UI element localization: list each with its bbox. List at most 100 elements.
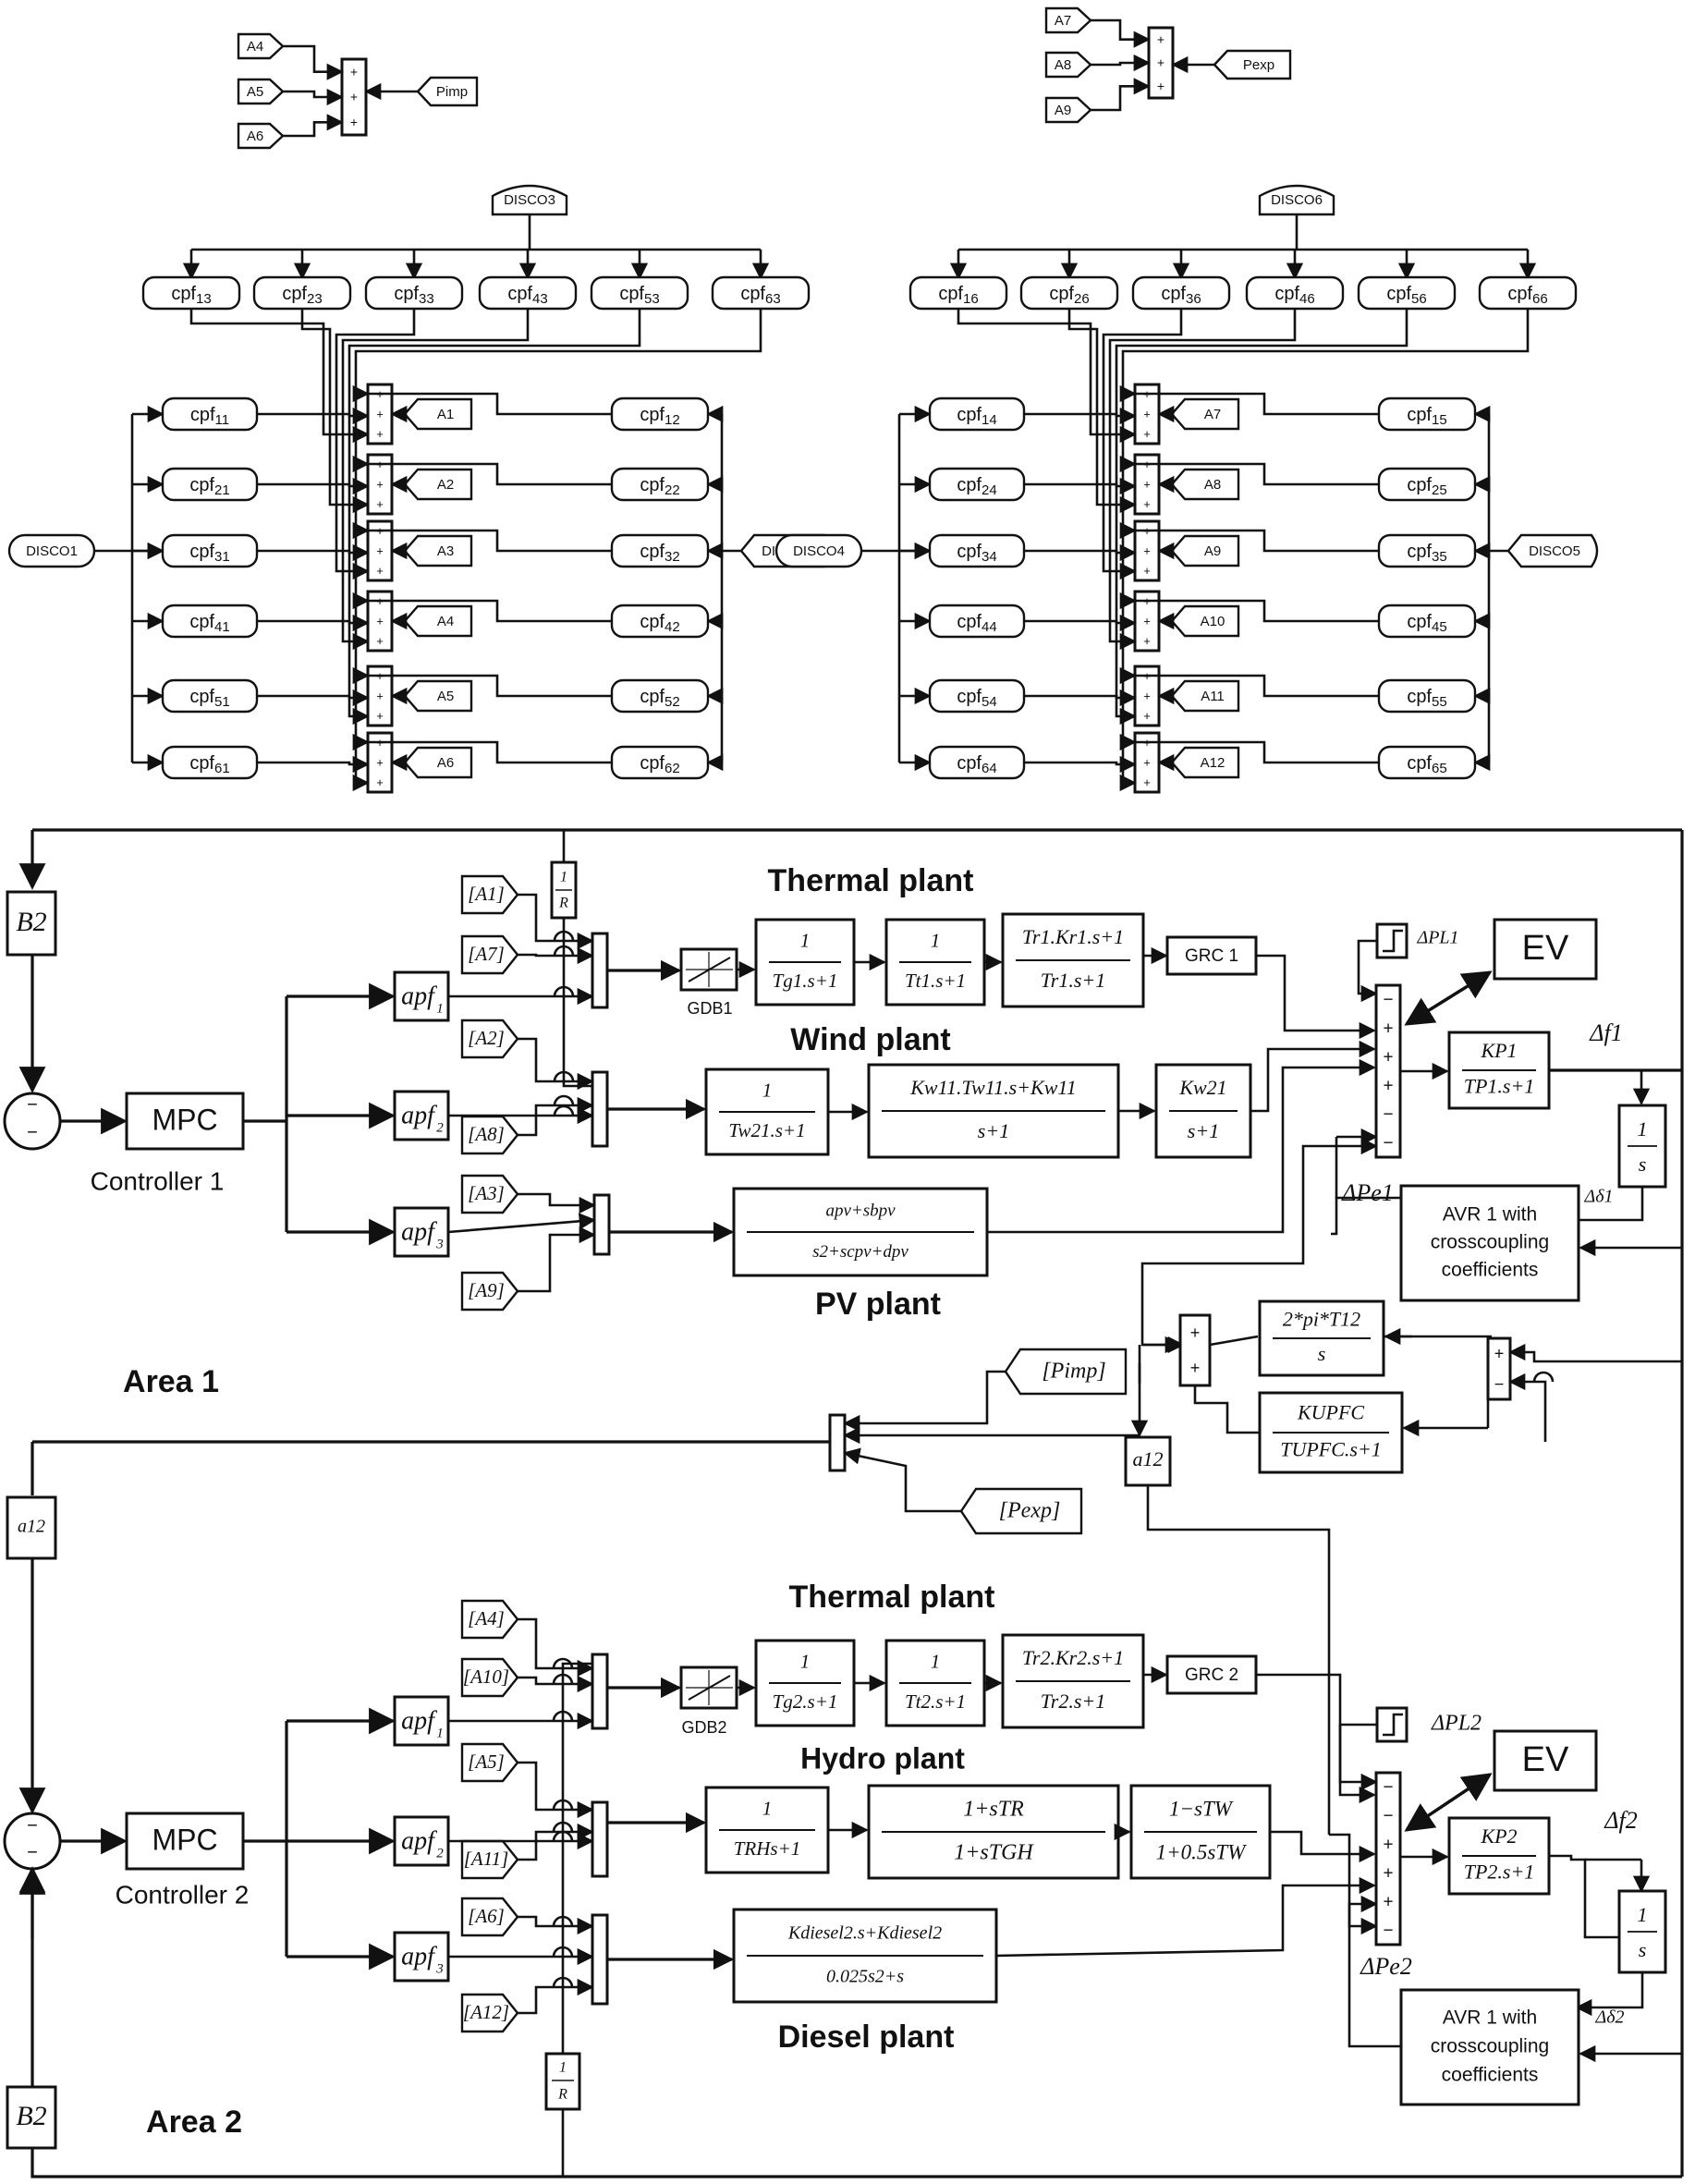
connector — [518, 1617, 594, 1678]
cpf-label: cpf22 — [640, 475, 679, 498]
tf-denominator: 0.025s2+s — [826, 1967, 904, 1987]
ev-label: EV — [1522, 929, 1569, 968]
tf-denominator: Tg1.s+1 — [773, 970, 838, 992]
int-den: s — [1639, 1153, 1647, 1176]
step-icon — [1383, 1713, 1403, 1737]
tag-label: A7 — [1055, 13, 1071, 29]
connector — [1508, 1373, 1547, 1442]
connector — [283, 88, 344, 106]
cpf-label: cpf52 — [640, 687, 679, 710]
plant-sum — [591, 1653, 609, 1730]
from-label: [A1] — [468, 883, 505, 905]
tf-denominator: 1+0.5sTW — [1156, 1840, 1248, 1863]
connector — [341, 309, 530, 651]
connector — [518, 893, 594, 950]
load-label: ΔPL2 — [1431, 1712, 1482, 1736]
connector — [1024, 755, 1137, 774]
tf-numerator: 1 — [800, 1651, 811, 1673]
cpf-label: cpf43 — [507, 284, 547, 307]
connector — [257, 543, 370, 562]
tag-label: A4 — [437, 614, 454, 629]
sum-sign: + — [1494, 1344, 1505, 1362]
a12-label: a12 — [1133, 1447, 1164, 1470]
cpf-label: cpf23 — [282, 284, 322, 307]
tf-denominator: Tg2.s+1 — [773, 1690, 838, 1713]
apf-sub: 3 — [435, 1961, 444, 1976]
sum-sign: + — [1143, 543, 1151, 557]
connector — [1024, 543, 1137, 562]
apf-label: apf — [401, 1706, 437, 1735]
connector — [352, 309, 762, 792]
tf-numerator: Kdiesel2.s+Kdiesel2 — [787, 1923, 942, 1944]
ev-block-2 — [1493, 1729, 1598, 1792]
sum-sign: + — [1143, 755, 1151, 769]
sum-sign: + — [376, 497, 384, 511]
cpf-label: cpf26 — [1049, 284, 1089, 307]
plant-sum — [592, 1193, 611, 1256]
sum-sign: + — [1143, 497, 1151, 511]
tag-label: A3 — [437, 543, 454, 559]
goto-tag-pimp — [416, 76, 479, 107]
avr-label: crosscoupling — [1431, 1232, 1549, 1253]
tag-label: A9 — [1204, 543, 1221, 559]
tag-label: A1 — [437, 407, 454, 422]
int-num: 1 — [1638, 1117, 1648, 1141]
connector — [30, 2148, 1682, 2178]
cpf-label: cpf66 — [1507, 284, 1547, 307]
connector — [1338, 1723, 1378, 1791]
connector — [1067, 309, 1137, 514]
connector — [995, 1876, 1376, 1958]
disco-source-top — [1258, 184, 1335, 216]
delta-label: Δδ2 — [1594, 2007, 1624, 2028]
from-tag-A9 — [1044, 96, 1092, 124]
tf-numerator: KP1 — [1480, 1039, 1517, 1062]
sum-sign: + — [1143, 634, 1151, 648]
goto-tag-A1 — [403, 397, 473, 431]
cpf-label: cpf14 — [957, 405, 996, 428]
sum-sign: + — [1143, 775, 1151, 789]
goto-tag-A12 — [1170, 746, 1240, 779]
connector — [300, 309, 370, 514]
cpf-label: cpf25 — [1407, 475, 1446, 498]
connector — [1135, 740, 1379, 764]
cpf-label: cpf33 — [394, 284, 433, 307]
from-tag-[A3] — [460, 1174, 519, 1214]
freq-label: Δf2 — [1604, 1807, 1637, 1834]
connector — [1301, 1137, 1378, 1238]
wire-hop — [553, 1104, 575, 1116]
connector — [335, 309, 416, 580]
connector — [1091, 78, 1151, 112]
wire-hop — [552, 1673, 574, 1685]
connector — [1024, 477, 1137, 495]
connector — [1135, 462, 1379, 486]
from-label: [A10] — [463, 1665, 509, 1688]
tf-denominator: TP1.s+1 — [1464, 1075, 1535, 1098]
from-tag-[A5] — [460, 1742, 519, 1783]
connector — [1357, 939, 1378, 1003]
tf-denominator: Tt1.s+1 — [905, 970, 966, 992]
cpf-label: cpf24 — [957, 475, 996, 498]
sum-sign: − — [1494, 1374, 1505, 1393]
cpf-label: cpf34 — [957, 542, 996, 565]
mpc-controller-1 — [125, 1092, 245, 1151]
connector — [518, 1096, 594, 1137]
connector — [189, 309, 370, 444]
controller-name: MPC — [152, 1823, 217, 1856]
wire-hop — [552, 1657, 574, 1669]
apf-sub: 1 — [436, 1726, 444, 1740]
tf-denominator: TUPFC.s+1 — [1280, 1438, 1382, 1461]
cpf-label: cpf64 — [957, 753, 996, 776]
tf-numerator: apv+sbpv — [825, 1202, 896, 1221]
int-den: s — [1639, 1938, 1647, 1961]
disco-label: DISCO4 — [793, 543, 845, 559]
from-label: [A5] — [468, 1751, 505, 1773]
cpf-label: cpf15 — [1407, 405, 1446, 428]
area-label-2: Area 2 — [146, 2105, 242, 2140]
connector — [518, 1915, 594, 1935]
connector — [368, 392, 612, 416]
from-tag-[A4] — [460, 1599, 519, 1640]
sum-sign: + — [1143, 407, 1151, 421]
